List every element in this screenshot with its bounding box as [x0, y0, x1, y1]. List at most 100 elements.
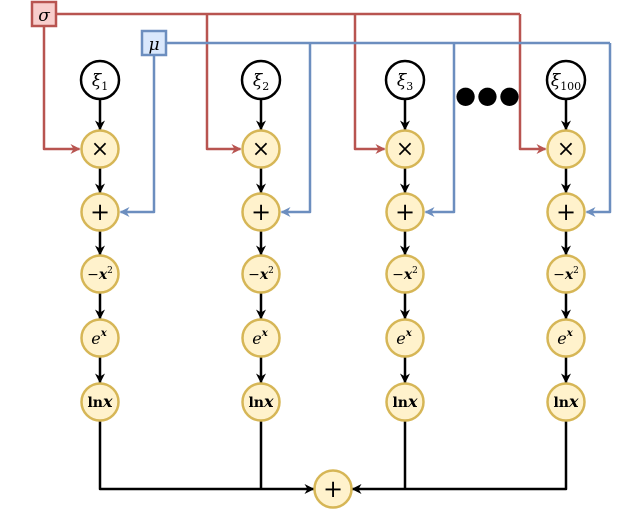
neg-square-node-2: [241, 254, 281, 294]
neg-sign-3: −: [392, 267, 404, 283]
neg-square-var-2: x: [259, 267, 269, 283]
plus-symbol-4: +: [556, 198, 576, 226]
ln-var-1: x: [102, 392, 113, 411]
plus-node-3: [385, 192, 425, 232]
exp-node-3: [385, 318, 425, 358]
ln-var-4: x: [568, 392, 579, 411]
mu-to-plus-3: [424, 43, 456, 217]
final-sum-node: [313, 469, 353, 509]
neg-square-label-3: −x2: [392, 266, 418, 283]
xi-subscript-3: 3: [406, 80, 413, 93]
neg-square-label-1: −x2: [87, 266, 113, 283]
connections-layer: [42, 12, 612, 494]
neg-square-exp-3: 2: [412, 266, 418, 276]
xi-label-2: ξ2: [253, 71, 269, 93]
neg-sign-1: −: [87, 267, 99, 283]
ln-label-3: lnx: [392, 392, 418, 411]
neg-square-node-3: [385, 254, 425, 294]
neg-sign-2: −: [248, 267, 260, 283]
plus-node-4: [546, 192, 586, 232]
times-node-4: [546, 129, 586, 169]
neg-square-var-3: x: [403, 267, 413, 283]
ln-node-1: [80, 382, 120, 422]
neg-square-node-4: [546, 254, 586, 294]
sigma-to-times-4: [518, 14, 547, 154]
plus-node-2: [241, 192, 281, 232]
times-node-1: [80, 129, 120, 169]
xi-label-3: ξ3: [397, 71, 413, 93]
exp-sup-3: x: [405, 328, 413, 339]
exp-label-1: ex: [91, 328, 107, 348]
exp-label-3: ex: [396, 328, 412, 348]
sigma-param-box: [30, 0, 58, 28]
exp-base-1: e: [91, 329, 100, 348]
neg-square-label-2: −x2: [248, 266, 274, 283]
sigma-label: σ: [38, 6, 50, 26]
xi-node-3: [384, 59, 426, 101]
ln-fn-4: ln: [553, 395, 569, 411]
arrow-ln-1-to-sum: [98, 420, 315, 494]
ln-label-1: lnx: [87, 392, 113, 411]
xi-subscript-4: 100: [560, 80, 581, 93]
plus-symbol-1: +: [90, 198, 110, 226]
ln-fn-3: ln: [392, 395, 408, 411]
neg-square-exp-1: 2: [107, 266, 113, 276]
ln-node-3: [385, 382, 425, 422]
exp-sup-4: x: [566, 328, 574, 339]
neg-square-var-1: x: [98, 267, 108, 283]
exp-base-4: e: [557, 329, 566, 348]
times-node-3: [385, 129, 425, 169]
exp-sup-2: x: [261, 328, 269, 339]
ellipsis-dots: ●●●: [455, 81, 521, 109]
xi-node-4: [545, 59, 587, 101]
neg-square-exp-4: 2: [573, 266, 579, 276]
arrow-ln-4-to-sum: [351, 420, 568, 494]
xi-label-1: ξ1: [92, 71, 108, 93]
sigma-to-times-1: [42, 26, 81, 154]
ln-fn-2: ln: [248, 395, 264, 411]
xi-symbol-3: ξ: [397, 71, 408, 91]
xi-subscript-2: 2: [262, 80, 269, 93]
exp-node-1: [80, 318, 120, 358]
ln-var-2: x: [263, 392, 274, 411]
exp-base-2: e: [252, 329, 261, 348]
xi-symbol-2: ξ: [253, 71, 264, 91]
plus-node-1: [80, 192, 120, 232]
neg-square-exp-2: 2: [268, 266, 274, 276]
sigma-to-times-3: [353, 14, 386, 154]
times-symbol-3: ×: [396, 137, 414, 162]
sigma-to-times-2: [205, 14, 242, 154]
neg-square-node-1: [80, 254, 120, 294]
xi-symbol-1: ξ: [92, 71, 103, 91]
mu-to-plus-4: [585, 43, 612, 217]
ln-label-4: lnx: [553, 392, 579, 411]
exp-label-2: ex: [252, 328, 268, 348]
ln-node-4: [546, 382, 586, 422]
neg-sign-4: −: [553, 267, 565, 283]
ln-fn-1: ln: [87, 395, 103, 411]
exp-sup-1: x: [100, 328, 108, 339]
ln-var-3: x: [407, 392, 418, 411]
mu-param-box: [140, 29, 168, 57]
times-symbol-1: ×: [91, 137, 109, 162]
final-sum-symbol: +: [323, 475, 343, 503]
nodes-layer: σμ●●●ξ1×+−x2exlnxξ2×+−x2exlnxξ3×+−x2exln…: [30, 0, 587, 509]
times-node-2: [241, 129, 281, 169]
xi-node-2: [240, 59, 282, 101]
ln-label-2: lnx: [248, 392, 274, 411]
neg-square-var-4: x: [564, 267, 574, 283]
mu-to-plus-2: [280, 43, 312, 217]
ln-node-2: [241, 382, 281, 422]
plus-symbol-3: +: [395, 198, 415, 226]
times-symbol-4: ×: [557, 137, 575, 162]
exp-label-4: ex: [557, 328, 573, 348]
mu-label: μ: [148, 35, 159, 55]
neg-square-label-4: −x2: [553, 266, 579, 283]
mu-to-plus-1: [119, 55, 156, 217]
exp-base-3: e: [396, 329, 405, 348]
exp-node-4: [546, 318, 586, 358]
xi-label-4: ξ100: [551, 71, 581, 93]
times-symbol-2: ×: [252, 137, 270, 162]
xi-node-1: [79, 59, 121, 101]
